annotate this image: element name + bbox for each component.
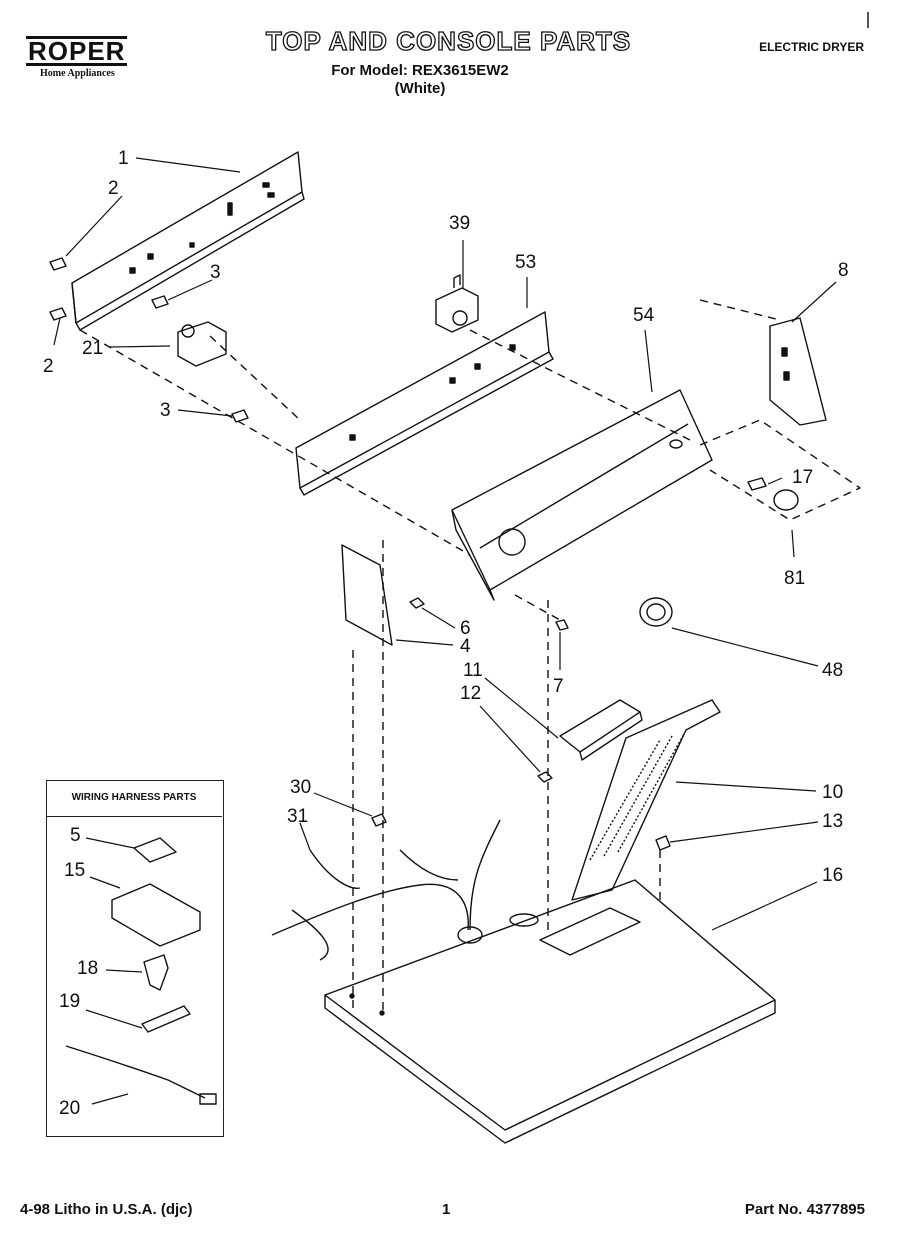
callout-2a: 2 bbox=[108, 178, 119, 199]
callout-21: 21 bbox=[82, 338, 104, 359]
part-30-clip bbox=[371, 813, 387, 827]
callout-6: 6 bbox=[460, 618, 471, 639]
callout-4: 4 bbox=[460, 636, 471, 657]
callout-10: 10 bbox=[822, 782, 844, 803]
wiring-harness-inset bbox=[46, 780, 224, 1137]
part-48-knob bbox=[639, 597, 673, 627]
footer-litho: 4-98 Litho in U.S.A. (djc) bbox=[20, 1201, 193, 1218]
part-11-panel bbox=[559, 699, 643, 761]
part-16-top bbox=[324, 879, 776, 1144]
page-title: TOP AND CONSOLE PARTS bbox=[265, 25, 632, 56]
part-19-terminal bbox=[141, 1005, 191, 1033]
callout-1: 1 bbox=[118, 148, 129, 169]
callout-7: 7 bbox=[553, 676, 564, 697]
callout-8: 8 bbox=[838, 260, 849, 281]
part-53-bracket bbox=[295, 311, 554, 496]
wiring-harness-title: WIRING HARNESS PARTS bbox=[46, 780, 222, 817]
part-54-console bbox=[451, 389, 713, 601]
callout-19: 19 bbox=[59, 991, 81, 1012]
part-17-81-knob bbox=[747, 477, 799, 511]
part-12-clip bbox=[537, 771, 553, 783]
part-15-block bbox=[111, 883, 201, 947]
part-20-plug bbox=[199, 1093, 217, 1105]
callout-11: 11 bbox=[463, 660, 483, 681]
callout-31: 31 bbox=[287, 806, 309, 827]
callout-39: 39 bbox=[449, 213, 471, 234]
part-8-end-cap bbox=[769, 317, 827, 426]
part-13-screw bbox=[655, 835, 671, 851]
model-subtitle: For Model: REX3615EW2 (White) bbox=[300, 62, 540, 98]
part-3-screws bbox=[151, 295, 249, 423]
part-number: Part No. 4377895 bbox=[744, 1201, 865, 1218]
part-2-screws bbox=[49, 257, 67, 321]
part-1-rear-panel bbox=[71, 151, 305, 331]
callout-3a: 3 bbox=[210, 262, 221, 283]
callout-15: 15 bbox=[64, 860, 86, 881]
callout-3b: 3 bbox=[160, 400, 171, 421]
callout-16: 16 bbox=[822, 865, 844, 886]
part-7-screw bbox=[555, 619, 569, 631]
part-20-cord bbox=[65, 1045, 206, 1099]
brand-name: ROPER bbox=[26, 36, 128, 66]
part-21-timer bbox=[177, 321, 227, 367]
callout-17: 17 bbox=[792, 467, 814, 488]
callout-5: 5 bbox=[70, 825, 81, 846]
brand-logo: ROPER Home Appliances bbox=[26, 36, 156, 79]
part-18-clip bbox=[143, 954, 169, 991]
leader-arrows bbox=[53, 157, 837, 1105]
page-number: 1 bbox=[442, 1201, 451, 1218]
part-10-filter-housing bbox=[571, 699, 721, 901]
callout-48: 48 bbox=[822, 660, 844, 681]
part-31-harness bbox=[271, 819, 501, 961]
callout-18: 18 bbox=[77, 958, 99, 979]
brand-subtitle: Home Appliances bbox=[40, 68, 115, 79]
part-39-switch bbox=[435, 274, 479, 333]
callout-12: 12 bbox=[460, 683, 482, 704]
callout-81: 81 bbox=[784, 568, 806, 589]
callout-54: 54 bbox=[633, 305, 655, 326]
model-line: For Model: REX3615EW2 bbox=[331, 62, 509, 79]
assembly-dashed-lines bbox=[79, 299, 861, 1010]
product-type: ELECTRIC DRYER bbox=[759, 40, 864, 54]
callout-30: 30 bbox=[290, 777, 312, 798]
part-6-clip bbox=[409, 597, 425, 609]
color-line: (White) bbox=[394, 80, 446, 97]
callout-2b: 2 bbox=[43, 356, 54, 377]
part-5-connector bbox=[133, 837, 177, 863]
callout-53: 53 bbox=[515, 252, 537, 273]
part-4-bracket bbox=[341, 544, 393, 646]
callout-20: 20 bbox=[59, 1098, 81, 1119]
callout-13: 13 bbox=[822, 811, 844, 832]
